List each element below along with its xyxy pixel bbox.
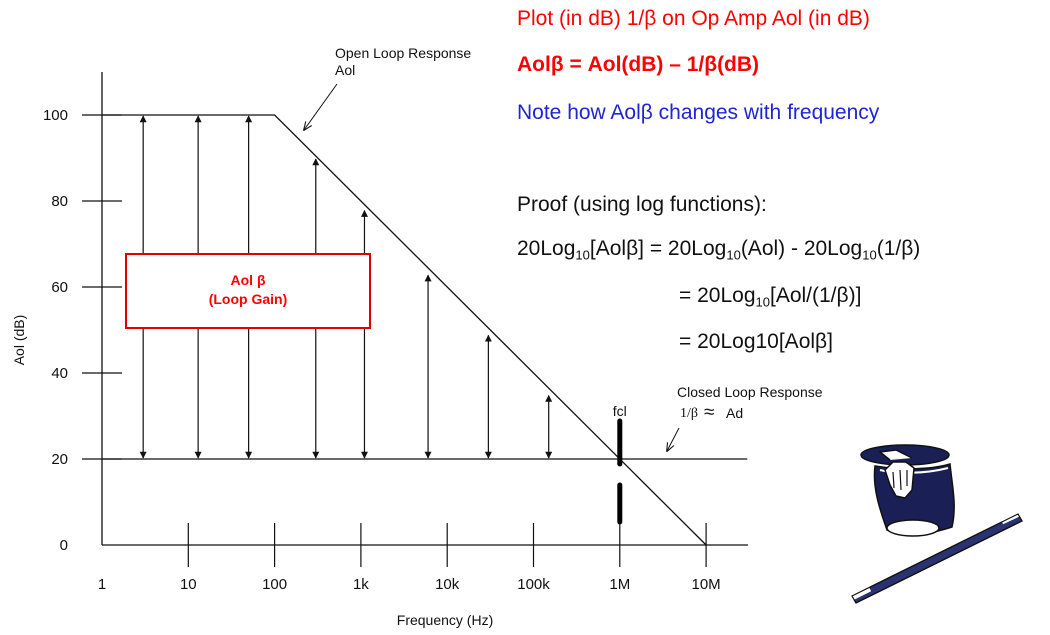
x-axis-label: Frequency (Hz) <box>397 612 493 628</box>
y-axis-label: Aol (dB) <box>11 315 27 366</box>
proof-equation-2: = 20Log10[Aol/(1/β)] <box>679 284 862 309</box>
y-tick-label-100: 100 <box>43 107 68 124</box>
y-tick-label-80: 80 <box>51 193 68 210</box>
note-line-1: Plot (in dB) 1/β on Op Amp Aol (in dB) <box>517 7 870 30</box>
proof-eq2-part-a: = 20Log <box>679 284 756 307</box>
x-tick-label-10k: 10k <box>435 576 460 593</box>
proof-eq1-part-d: (1/β) <box>876 237 921 260</box>
open-loop-sublabel: Aol <box>335 62 355 78</box>
x-tick-label-10M: 10M <box>692 576 721 593</box>
y-tick-label-0: 0 <box>60 537 68 554</box>
fcl-label: fcl <box>613 403 627 419</box>
note-line-2: Aolβ = Aol(dB) – 1/β(dB) <box>517 53 760 76</box>
proof-eq1-sub-c: 10 <box>862 247 877 263</box>
proof-eq2-part-b: [Aol/(1/β)] <box>769 284 862 307</box>
tick-labels: 0 20 40 60 80 100 1 10 100 1k 10k 100k 1M 10M Frequenc… <box>11 107 721 628</box>
axes <box>101 72 748 546</box>
x-tick-label-1M: 1M <box>609 576 630 593</box>
closed-loop-label: Closed Loop Response <box>677 384 823 400</box>
open-loop-response-line <box>102 114 707 546</box>
open-loop-pointer <box>304 83 338 130</box>
magic-wand-icon <box>848 511 1023 604</box>
top-hat-and-magic-wand-icon <box>848 444 1023 604</box>
x-tick-label-10: 10 <box>180 576 197 593</box>
x-tick-label-100k: 100k <box>517 576 550 593</box>
loop-gain-label: Aol β <box>231 272 266 288</box>
top-hat-icon <box>860 444 955 537</box>
closed-loop-pointer <box>667 427 680 451</box>
proof-title: Proof (using log functions): <box>517 193 767 216</box>
y-tick-label-60: 60 <box>51 279 68 296</box>
closed-loop-ad: Ad <box>726 405 743 421</box>
series-lines <box>102 114 748 546</box>
proof-eq1-part-b: [Aolβ] = 20Log <box>589 237 727 260</box>
proof-eq1-sub-a: 10 <box>575 247 590 263</box>
y-tick-label-40: 40 <box>51 365 68 382</box>
tick-marks <box>82 114 707 567</box>
open-loop-label: Open Loop Response <box>335 45 471 61</box>
loop-gain-box <box>125 253 371 329</box>
proof-eq1-sub-b: 10 <box>726 247 741 263</box>
proof-equation-1: 20Log10[Aolβ] = 20Log10(Aol) - 20Log10(1… <box>517 237 921 262</box>
x-tick-label-1k: 1k <box>353 576 369 593</box>
proof-eq1-part-c: (Aol) - 20Log <box>740 237 863 260</box>
note-line-3: Note how Aolβ changes with frequency <box>517 101 880 124</box>
proof-eq2-sub-a: 10 <box>755 294 770 310</box>
x-tick-label-100: 100 <box>262 576 287 593</box>
proof-equation-3: = 20Log10[Aolβ] <box>679 330 833 353</box>
x-tick-label-1: 1 <box>98 576 106 593</box>
y-tick-label-20: 20 <box>51 451 68 468</box>
proof-eq1-part-a: 20Log <box>517 237 576 260</box>
closed-loop-approx: ≈ <box>704 402 714 423</box>
closed-loop-formula: 1/β <box>680 406 698 421</box>
loop-gain-sublabel: (Loop Gain) <box>209 291 288 307</box>
